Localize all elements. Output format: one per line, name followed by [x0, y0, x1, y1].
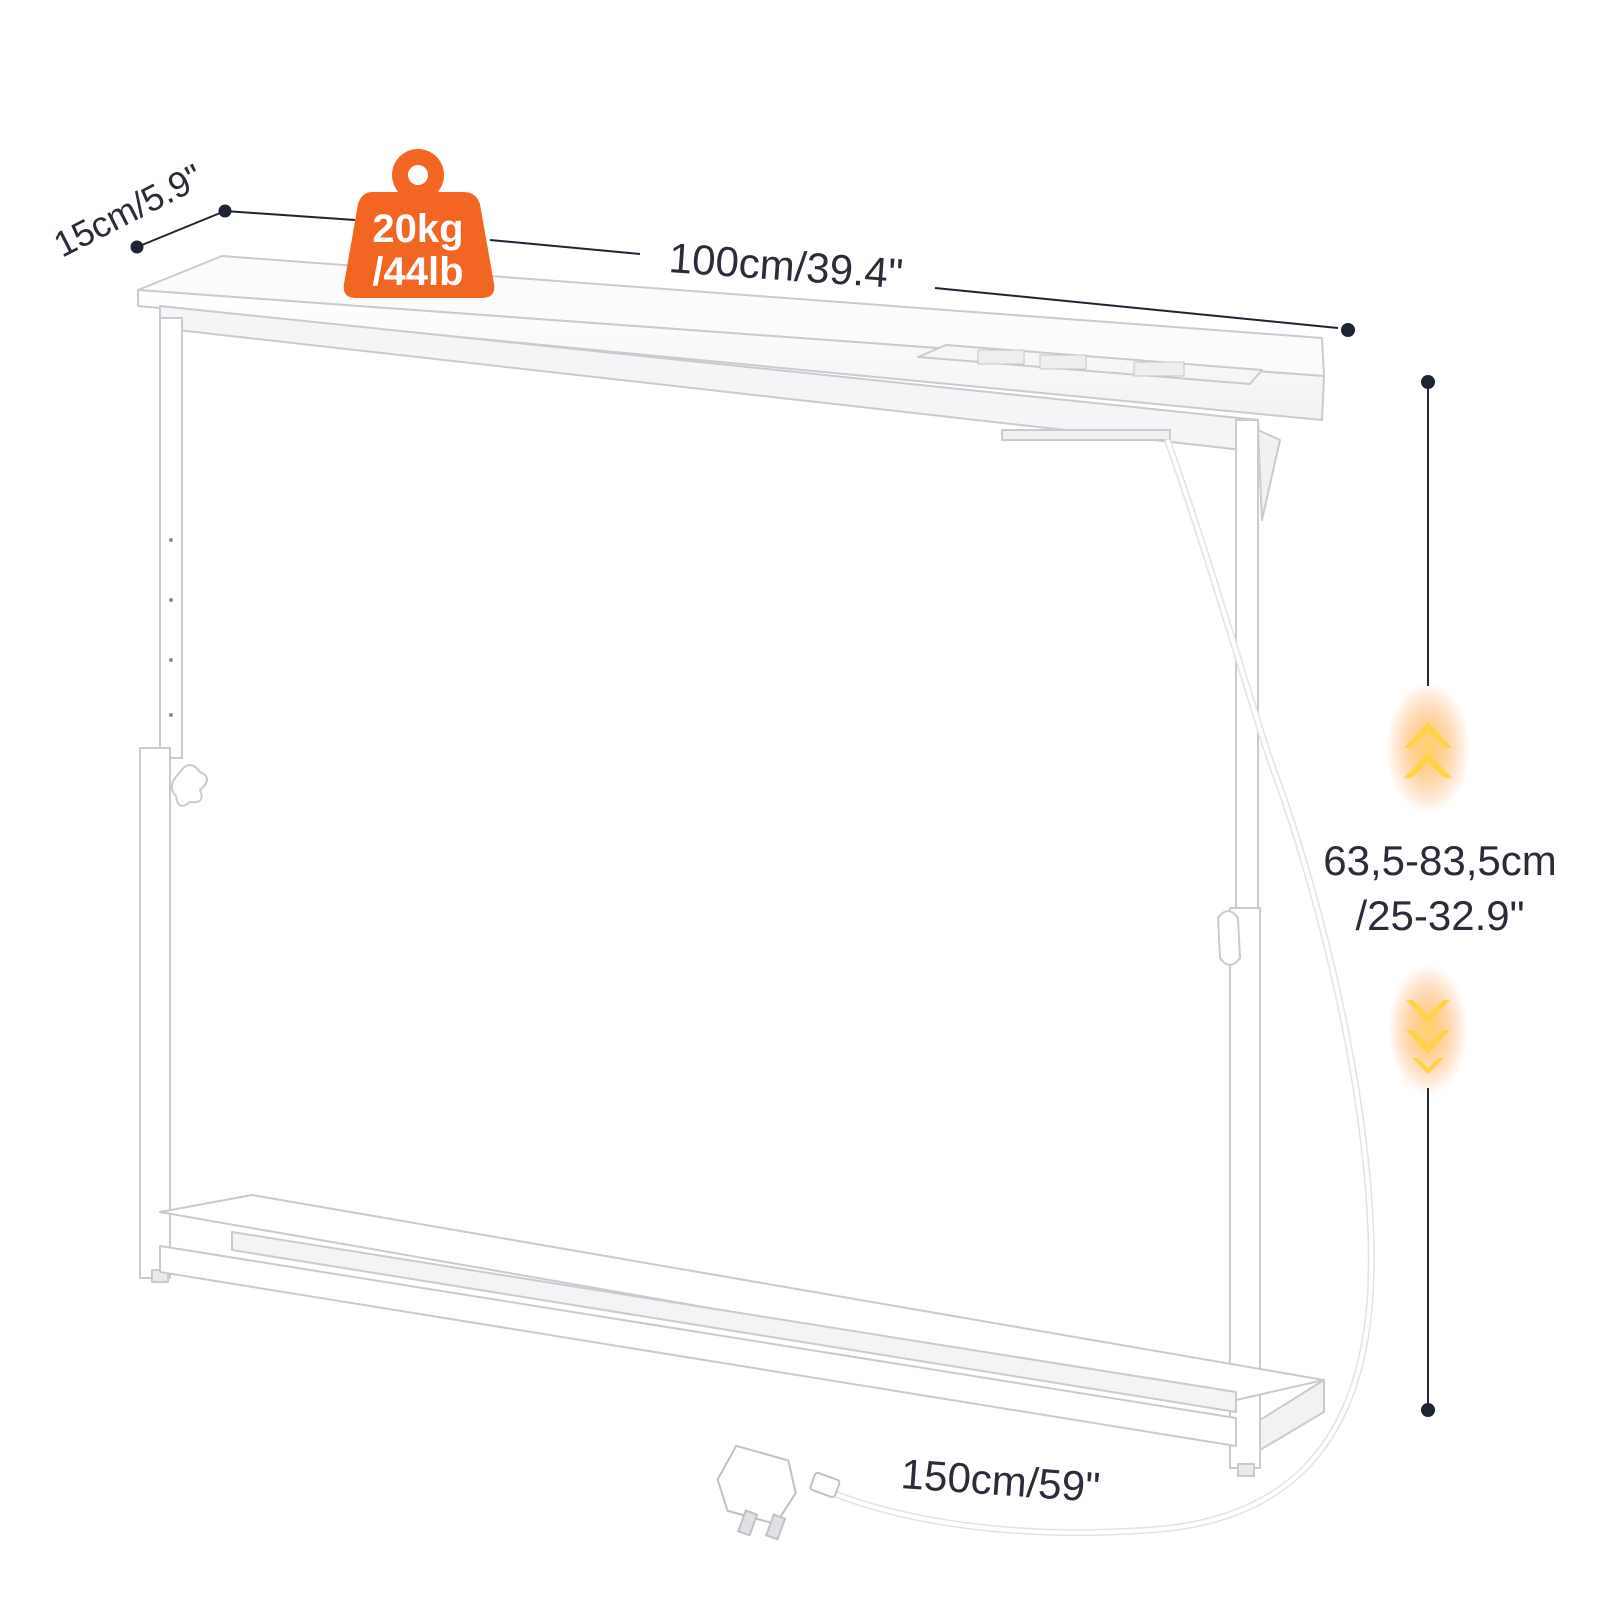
depth-endpoint-left [130, 240, 144, 254]
adjustment-holes [169, 538, 173, 717]
height-endpoint-top [1421, 375, 1435, 389]
depth-line [136, 210, 226, 248]
power-strip [917, 344, 1263, 385]
load-capacity-badge: 20kg /44lb [343, 149, 495, 298]
depth-label: 15cm/5.9" [47, 156, 209, 266]
right-height-knob [1217, 910, 1241, 966]
dimension-lines [130, 204, 1435, 1417]
cable-length-label: 150cm/59" [899, 1450, 1101, 1511]
width-endpoint-right [1341, 323, 1355, 337]
height-label-in: /25-32.9" [1355, 892, 1524, 939]
right-foot-bracket [1259, 1379, 1325, 1451]
kettlebell-weight-icon [343, 149, 495, 298]
double-chevron-down-icon [1388, 964, 1468, 1096]
uk-plug-icon [716, 1444, 841, 1541]
load-lb: /44lb [372, 250, 463, 294]
base-rail-front [159, 1245, 1237, 1447]
height-endpoint-bottom [1421, 1403, 1435, 1417]
left-leg-lower [139, 747, 171, 1279]
tabletop-front [137, 289, 1325, 421]
width-label: 100cm/39.4" [667, 234, 904, 297]
load-kg: 20kg [372, 207, 463, 251]
console-table [137, 255, 1325, 1477]
base-rail-inner [231, 1231, 1237, 1413]
right-foot [1237, 1463, 1255, 1477]
width-line-left [224, 210, 356, 221]
width-line-mid [489, 239, 641, 255]
double-chevron-up-icon [1386, 682, 1470, 814]
badge-shape [343, 192, 495, 298]
cable-box [1001, 429, 1171, 441]
height-label-cm: 63,5-83,5cm [1323, 837, 1556, 884]
left-height-knob [170, 764, 208, 807]
right-bracket-top [1257, 429, 1281, 521]
width-line-right [934, 287, 1339, 329]
